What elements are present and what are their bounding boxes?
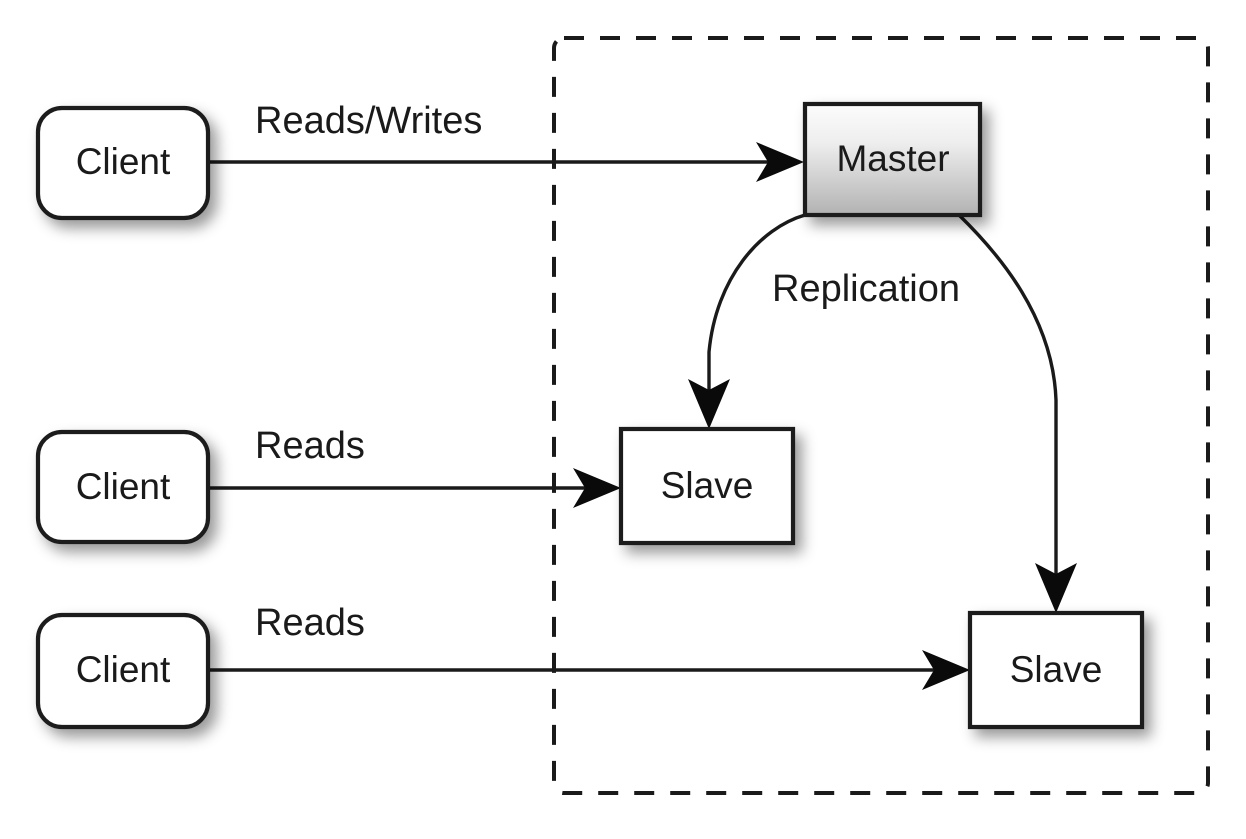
client-1-label: Client: [76, 141, 171, 182]
edge-master-to-slave2-replication: [957, 213, 1077, 613]
client-2-label: Client: [76, 466, 171, 507]
node-master[interactable]: Master: [802, 101, 983, 218]
slave-1-label: Slave: [661, 465, 754, 506]
node-client-3[interactable]: Client: [35, 612, 211, 730]
arrow-head-icon: [756, 142, 804, 182]
cluster-boundary-dashed-region: [552, 36, 1210, 795]
edge-curve-replication-right: [957, 213, 1058, 582]
arrow-head-icon: [922, 650, 970, 690]
client-3-box[interactable]: [35, 612, 211, 730]
edge-client1-to-master: [208, 142, 804, 182]
node-client-1[interactable]: Client: [35, 105, 211, 221]
edge-label-reads-writes: Reads/Writes: [255, 100, 482, 142]
edge-label-reads-mid: Reads: [255, 425, 365, 467]
master-box[interactable]: [802, 101, 983, 218]
arrow-head-icon: [573, 468, 621, 508]
edge-client2-to-slave1: [208, 468, 621, 508]
node-slave-1[interactable]: Slave: [618, 426, 796, 546]
master-label: Master: [836, 138, 949, 179]
client-3-label: Client: [76, 649, 171, 690]
client-2-box[interactable]: [35, 429, 211, 545]
node-client-2[interactable]: Client: [35, 429, 211, 545]
slave-1-box[interactable]: [618, 426, 796, 546]
arrow-head-icon: [1035, 563, 1077, 613]
client-1-box[interactable]: [35, 105, 211, 221]
edge-label-reads-bottom: Reads: [255, 602, 365, 644]
edge-master-to-slave1-replication: [688, 213, 806, 429]
edge-curve-replication-left: [707, 213, 806, 398]
slave-2-label: Slave: [1010, 649, 1103, 690]
edge-client3-to-slave2: [208, 650, 970, 690]
node-slave-2[interactable]: Slave: [967, 610, 1145, 730]
edge-label-replication: Replication: [772, 268, 960, 310]
arrow-head-icon: [688, 379, 730, 429]
slave-2-box[interactable]: [967, 610, 1145, 730]
